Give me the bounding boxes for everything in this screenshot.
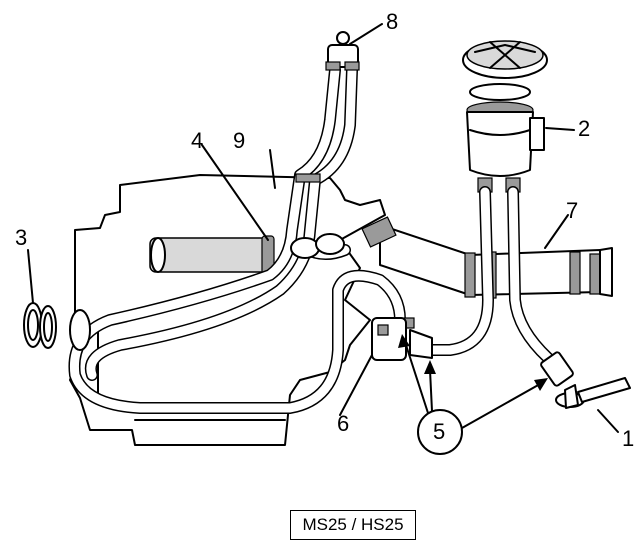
seacock	[540, 351, 631, 409]
raw-water-filter	[462, 40, 548, 193]
callout-9: 9	[233, 128, 246, 153]
intake-gaskets	[23, 302, 91, 351]
callout-1: 1	[622, 426, 635, 451]
callout-7: 7	[566, 198, 579, 223]
callout-5: 5	[433, 419, 446, 444]
model-caption: MS25 / HS25	[290, 510, 416, 540]
callout-4: 4	[191, 128, 204, 153]
callout-2: 2	[578, 116, 591, 141]
callout-8: 8	[386, 9, 399, 34]
callout-6: 6	[337, 411, 350, 436]
heat-exchanger	[149, 235, 275, 275]
raw-water-pump	[371, 317, 433, 361]
coolant-hoses	[68, 64, 554, 414]
leader-lines	[27, 23, 619, 433]
hose-coupling	[325, 31, 360, 71]
callout-3: 3	[15, 225, 28, 250]
callout-5-arrows	[398, 334, 548, 455]
